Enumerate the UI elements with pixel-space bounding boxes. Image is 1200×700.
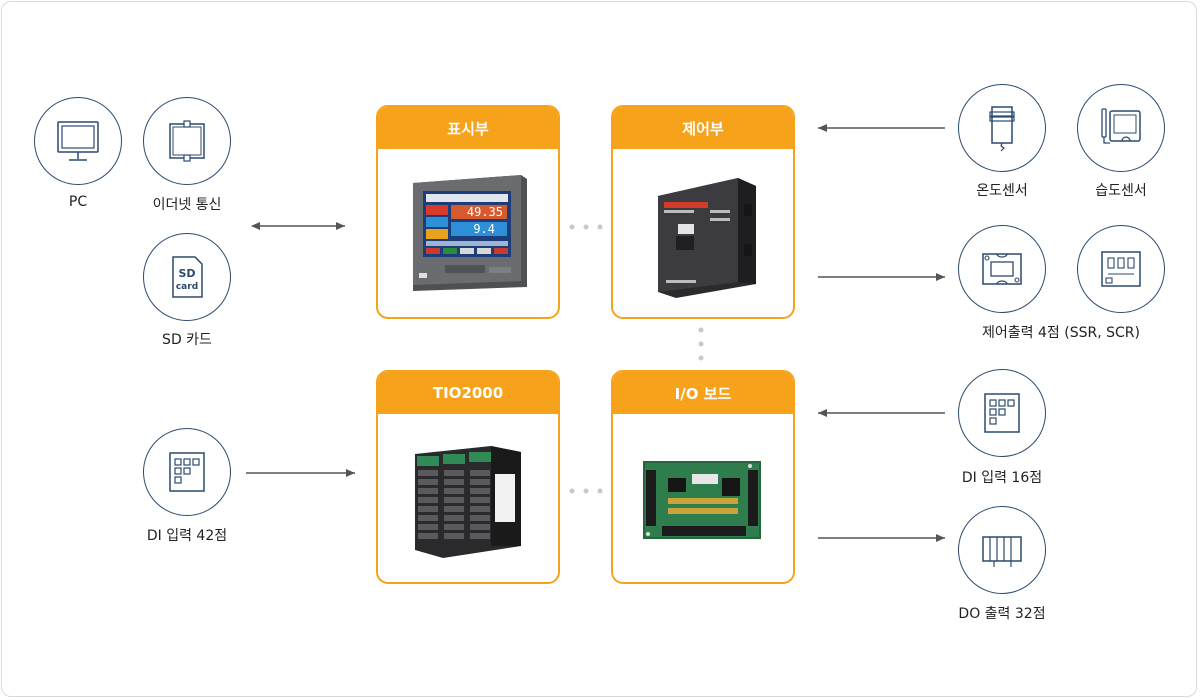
dots-display-control xyxy=(569,224,603,230)
humidity-sensor-circle xyxy=(1077,84,1165,172)
ssr-circle xyxy=(958,225,1046,313)
display-unit-title: 표시부 xyxy=(378,107,558,149)
di-grid-icon xyxy=(169,452,205,492)
sd-card-icon: SD card xyxy=(172,256,203,298)
display-unit-image: 49.35 9.4 xyxy=(378,151,558,317)
display-unit-box: 표시부 49.35 9.4 xyxy=(376,105,560,319)
control-unit-box: 제어부 xyxy=(611,105,795,319)
ethernet-icon xyxy=(169,120,205,162)
scr-circle xyxy=(1077,225,1165,313)
io-board-image xyxy=(613,416,793,582)
ssr-icon xyxy=(982,253,1022,285)
display-value-2: 9.4 xyxy=(473,222,495,236)
control-unit-image xyxy=(613,151,793,317)
do32-circle xyxy=(958,506,1046,594)
tio2000-box: TIO2000 xyxy=(376,370,560,584)
display-value-1: 49.35 xyxy=(467,205,503,219)
pc-circle xyxy=(34,97,122,185)
io-board-box: I/O 보드 xyxy=(611,370,795,584)
temp-sensor-circle xyxy=(958,84,1046,172)
dots-tio-io xyxy=(569,488,603,494)
ethernet-label: 이더넷 통신 xyxy=(152,197,222,213)
sd-card-circle: SD card xyxy=(143,233,231,321)
humidity-sensor-icon xyxy=(1101,108,1141,144)
dots-control-io xyxy=(698,327,704,361)
monitor-icon xyxy=(57,121,99,161)
tio2000-image xyxy=(378,416,558,582)
sd-icon-text-2: card xyxy=(176,282,198,292)
di42-circle xyxy=(143,428,231,516)
io-board-title: I/O 보드 xyxy=(613,372,793,414)
ethernet-circle xyxy=(143,97,231,185)
tio2000-title: TIO2000 xyxy=(378,372,558,414)
temp-sensor-icon xyxy=(989,106,1015,152)
di16-circle xyxy=(958,369,1046,457)
do32-label: DO 출력 32점 xyxy=(958,606,1046,622)
sd-card-label: SD 카드 xyxy=(162,332,212,348)
temp-sensor-label: 온도센서 xyxy=(976,183,1028,199)
humidity-sensor-label: 습도센서 xyxy=(1095,183,1147,199)
control-unit-title: 제어부 xyxy=(613,107,793,149)
di42-label: DI 입력 42점 xyxy=(146,528,228,544)
di-grid-icon xyxy=(984,393,1020,433)
scr-icon xyxy=(1101,251,1141,287)
do-relay-icon xyxy=(982,536,1022,567)
pc-label: PC xyxy=(68,194,88,210)
control-output-label: 제어출력 4점 (SSR, SCR) xyxy=(982,325,1140,341)
sd-icon-text-1: SD xyxy=(178,267,195,280)
di16-label: DI 입력 16점 xyxy=(961,470,1043,486)
